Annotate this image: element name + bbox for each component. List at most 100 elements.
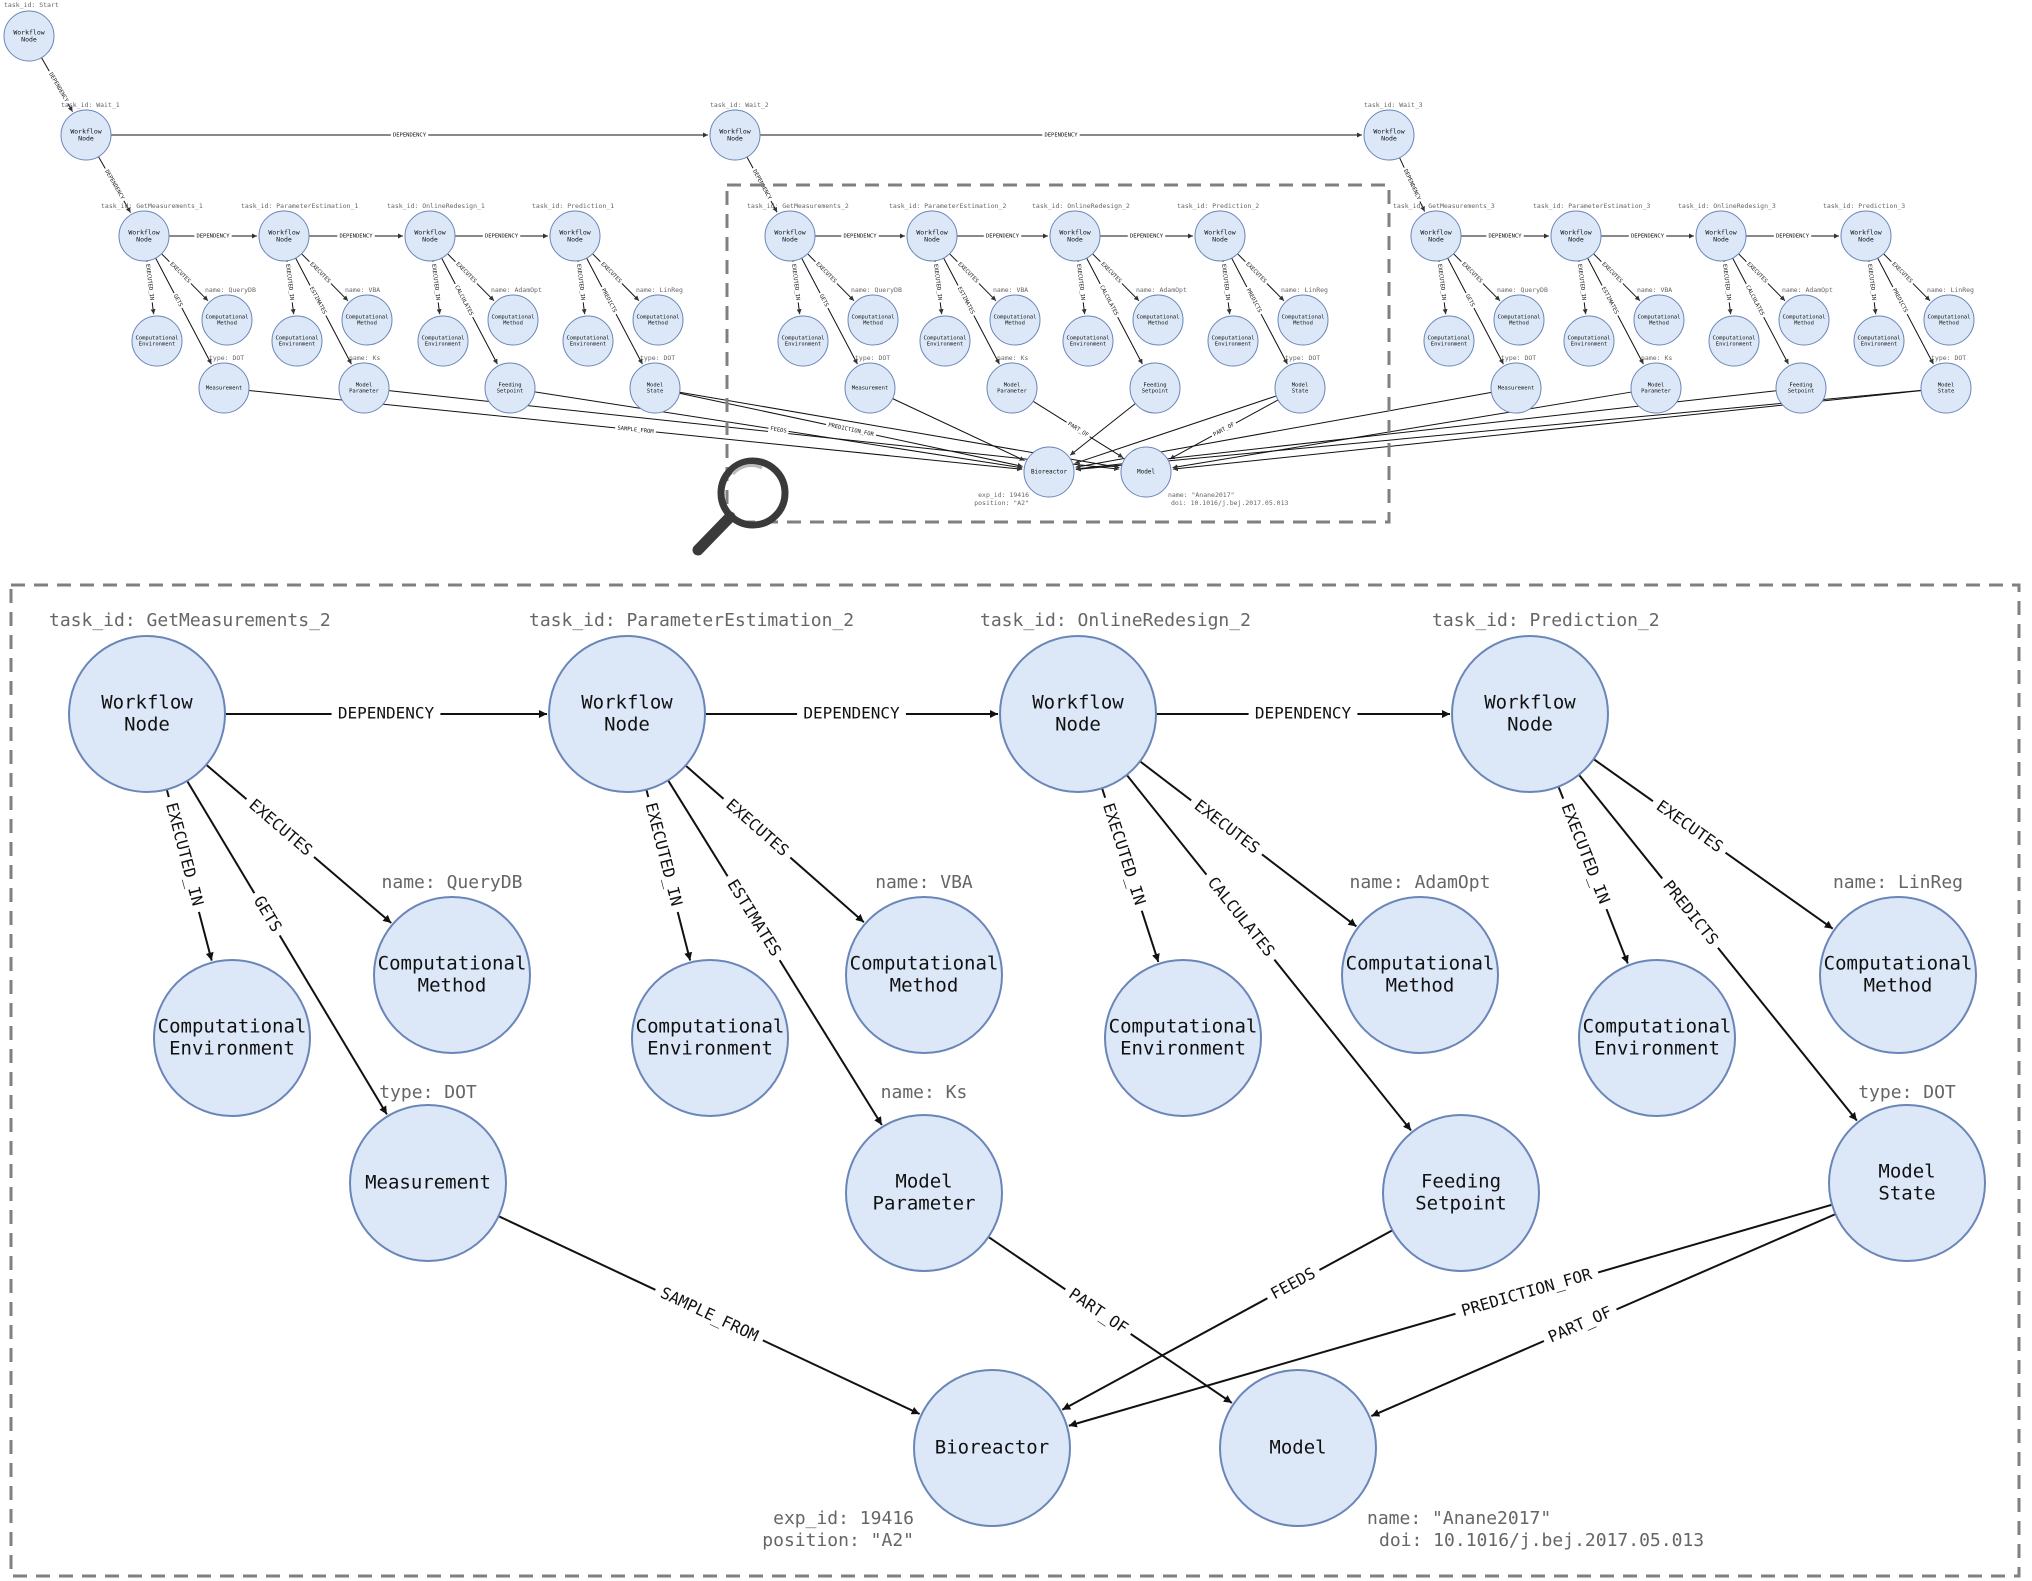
overview-stage-2-dependency-3-label-text: DEPENDENCY	[1130, 234, 1164, 240]
overview-stage-2-workflow-node-3-label: Node	[1067, 236, 1083, 244]
overview-stage-3-gets-label-text: GETS	[1464, 293, 1475, 308]
overview-stage-3-executed-in-3-label-bg	[1720, 261, 1734, 303]
overview-stage-3-estimates-label-bg	[1598, 283, 1622, 318]
overview-stage-2-method-2-label: Computational	[993, 314, 1036, 320]
overview-stage-3-dependency-1-label-bg	[1486, 231, 1524, 241]
overview-stage-1-workflow-node-1-label: Workflow	[128, 228, 159, 236]
overview-stage-3-model-parameter-label: Model	[1648, 382, 1665, 388]
detail-gets-edge-label: GETS	[244, 886, 290, 942]
overview-stage-1-feeding-setpoint-label: Feeding	[498, 382, 521, 388]
overview-stage-1-feeding-setpoint-circle	[484, 362, 536, 414]
overview-stage-2-workflow-node-1-label: Node	[782, 236, 798, 244]
overview-stage-1-method-1-label: Method	[217, 321, 237, 327]
overview-stage-2-type-1: type: DOT	[855, 354, 890, 362]
overview-stage-2-environment-1-label: Environment	[785, 342, 821, 348]
overview-stage-2-executes-2-label-bg	[954, 258, 982, 287]
detail-executed-in-edge-4-label-bg	[1551, 794, 1618, 914]
detail-dependency-edge-3-label: DEPENDENCY	[1248, 702, 1358, 726]
overview-stage-1-executes-4-label-bg	[597, 258, 625, 287]
detail-environment-node-1-label: Environment	[169, 1037, 295, 1059]
overview-stage-3-dependency-1: DEPENDENCY	[1461, 231, 1549, 241]
overview-stage-3-executes-3-label: EXECUTES	[1743, 258, 1771, 287]
overview-stage-2-dependency-2-label: DEPENDENCY	[983, 231, 1022, 241]
overview-stage-3-dependency-1-label-text: DEPENDENCY	[1488, 234, 1522, 240]
overview-stage-1-entry-edge-label: DEPENDENCY	[101, 166, 128, 203]
overview-stage-2-executes-3-label-bg	[1097, 258, 1125, 287]
detail-method-node-3-circle	[1341, 896, 1499, 1054]
overview-stage-2-method-1-circle	[847, 294, 899, 346]
overview-stage-3-measurement-label: Measurement	[1498, 386, 1534, 392]
overview-stage-3-model-parameter-circle	[1630, 362, 1682, 414]
overview-wait-task-id-2: task_id: Wait_2	[710, 101, 769, 109]
overview-graph: DEPENDENCY DEPENDENCY DEPENDENCY DEPENDENCY…	[3, 1, 1975, 507]
detail-workflow-node-4-label: Node	[1507, 713, 1553, 735]
detail-environment-node-2-label: Computational	[636, 1016, 785, 1038]
overview-stage-2-method-name-4: name: LinReg	[1281, 286, 1328, 294]
overview-stage-2-environment-4-circle	[1207, 315, 1259, 367]
overview-wait-edge-1-label-text: DEPENDENCY	[393, 133, 427, 139]
overview-stage-2-feeding-setpoint-label: Setpoint	[1142, 389, 1169, 395]
overview-stage-1-executes-3-label-bg	[452, 258, 480, 287]
overview-stage-2-gets-label-bg	[816, 291, 832, 310]
detail-method-node-3-label: Method	[1386, 974, 1455, 996]
overview-stage-3-method-2-label: Method	[1649, 321, 1669, 327]
overview-model-node: Model	[1120, 446, 1172, 498]
overview-stage-1-entry-edge-label-text: DEPENDENCY	[103, 169, 125, 201]
overview-stage-3-executed-in-3-label: EXECUTED_IN	[1720, 261, 1734, 303]
overview-stage-2-environment-4-label: Environment	[1215, 342, 1251, 348]
overview-stage-2-environment-3-label: Computational	[1066, 335, 1109, 341]
detail-feeds-edge-label-bg	[1261, 1259, 1326, 1309]
detail-environment-node-3-label: Environment	[1120, 1037, 1246, 1059]
overview-stage-2-parameter-part-of-label-bg	[1064, 418, 1092, 441]
detail-method-name-1: name: QueryDB	[382, 872, 523, 893]
detail-method-name-2: name: VBA	[875, 872, 973, 893]
detail-prediction-for-edge-line	[1068, 1203, 1833, 1428]
overview-stage-1-dependency-2-label-bg	[337, 231, 375, 241]
overview-stage-2-method-name-2: name: VBA	[993, 286, 1028, 294]
overview-stage-1-model-state-circle	[629, 362, 681, 414]
overview-stage-3-method-name-2: name: VBA	[1637, 286, 1672, 294]
overview-stage-1-gets-line	[155, 257, 212, 365]
overview-stage-1-executes-2: EXECUTES	[301, 253, 349, 302]
magnifier-icon	[692, 457, 789, 556]
detail-sample-from-edge: SAMPLE_FROM	[498, 1215, 921, 1415]
overview-stage-3-method-2-label: Computational	[1637, 314, 1680, 320]
overview-stage-2-state-part-of: PART_OF	[1169, 399, 1279, 460]
overview-stage-2-dependency-2-label-bg	[983, 231, 1022, 241]
detail-bioreactor-node: Bioreactor	[913, 1369, 1071, 1527]
overview-stage-1-method-3-label: Method	[503, 321, 523, 327]
overview-stage-1-method-name-2: name: VBA	[345, 286, 380, 294]
overview-stage-3-method-4-label: Method	[1939, 321, 1959, 327]
overview-stage-2-workflow-node-4-label: Node	[1212, 236, 1228, 244]
overview-stage-1-prediction-for-label: PREDICTION_FOR	[825, 420, 877, 440]
overview-stage-1-method-4-label: Method	[648, 321, 668, 327]
overview-stage-1-environment-3-label: Environment	[425, 342, 461, 348]
overview-model-node-circle	[1120, 446, 1172, 498]
overview-stage-3-environment-3-label: Computational	[1712, 335, 1755, 341]
overview-stage-3-calculates-label-bg	[1742, 282, 1768, 319]
overview-stage-3-method-2-circle	[1633, 294, 1685, 346]
overview-stage-1-executed-in-4: EXECUTED_IN	[574, 260, 588, 315]
overview-stage-3-environment-4-label: Computational	[1857, 335, 1900, 341]
overview-stage-1-executed-in-4-label: EXECUTED_IN	[574, 261, 588, 303]
overview-stage-3-executes-1-label-text: EXECUTES	[1460, 261, 1483, 284]
detail-executes-edge-1-label-text: EXECUTES	[245, 795, 316, 860]
